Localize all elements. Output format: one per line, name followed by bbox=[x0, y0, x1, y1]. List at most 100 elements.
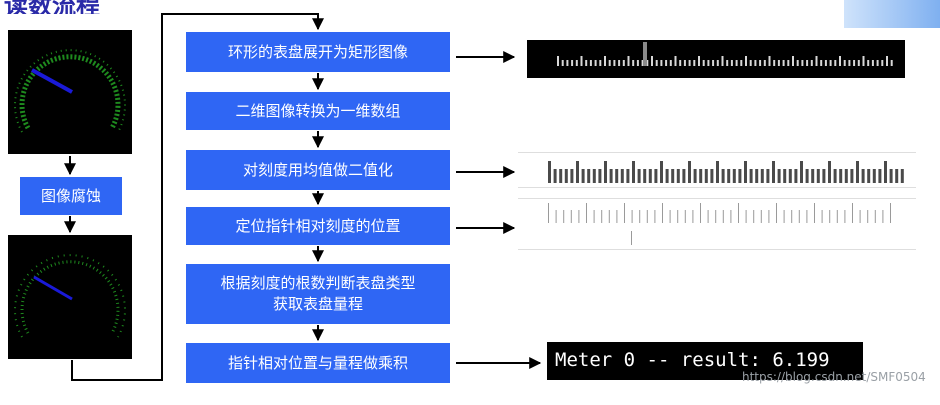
binarized-bar bbox=[699, 169, 703, 183]
header-title: 读数流程 bbox=[4, 0, 100, 14]
step-flatten: 二维图像转换为一维数组 bbox=[186, 92, 450, 130]
unwrapped-tick bbox=[792, 56, 794, 66]
binarized-bar bbox=[895, 169, 899, 183]
unwrapped-tick bbox=[594, 60, 597, 66]
location-tick bbox=[601, 210, 603, 223]
binarized-bar bbox=[682, 169, 686, 183]
unwrapped-tick bbox=[735, 60, 738, 66]
binarized-bar bbox=[721, 169, 725, 183]
unwrapped-tick bbox=[777, 60, 780, 66]
binarized-bar bbox=[727, 169, 731, 183]
pointer-location-panel bbox=[518, 198, 916, 250]
location-tick bbox=[882, 210, 884, 223]
location-tick bbox=[852, 203, 853, 223]
location-tick bbox=[662, 203, 663, 223]
unwrapped-tick bbox=[674, 56, 677, 66]
location-tick bbox=[707, 210, 709, 223]
location-tick bbox=[859, 210, 861, 223]
location-tick bbox=[836, 210, 838, 223]
location-tick bbox=[791, 210, 793, 223]
connector-to-unwrap bbox=[71, 13, 324, 381]
binarized-bar bbox=[587, 169, 591, 183]
binarized-bar bbox=[878, 169, 882, 183]
unwrapped-tick bbox=[871, 60, 874, 66]
unwrapped-tick bbox=[561, 60, 564, 66]
unwrapped-tick bbox=[693, 60, 696, 66]
binarized-bar bbox=[632, 161, 635, 183]
location-tick bbox=[829, 210, 831, 223]
binarized-array-panel bbox=[518, 152, 916, 188]
unwrapped-tick bbox=[627, 56, 630, 66]
binarized-bar bbox=[676, 169, 680, 183]
step-unwrap-label: 环形的表盘展开为矩形图像 bbox=[227, 42, 408, 61]
binarized-bar bbox=[671, 169, 675, 183]
unwrapped-tick bbox=[730, 60, 733, 66]
step-locate-label: 定位指针相对刻度的位置 bbox=[235, 216, 401, 235]
unwrapped-tick bbox=[848, 60, 851, 66]
location-tick bbox=[753, 210, 755, 223]
watermark-url: https://blog.csdn.net/SMF0504 bbox=[742, 370, 926, 384]
unwrapped-tick bbox=[660, 60, 663, 66]
unwrapped-tick bbox=[815, 56, 818, 66]
binarized-bar bbox=[704, 169, 708, 183]
unwrapped-tick bbox=[698, 56, 700, 66]
unwrapped-tick bbox=[575, 60, 578, 66]
binarized-bar bbox=[665, 169, 669, 183]
location-tick bbox=[608, 210, 610, 223]
unwrapped-tick bbox=[886, 56, 888, 66]
location-tick bbox=[722, 210, 724, 223]
location-tick bbox=[616, 210, 618, 223]
unwrapped-tick bbox=[604, 56, 606, 66]
unwrapped-tick bbox=[585, 60, 588, 66]
binarized-bar bbox=[548, 161, 551, 183]
unwrapped-tick bbox=[665, 60, 668, 66]
location-tick bbox=[631, 210, 633, 223]
binarized-bar bbox=[766, 169, 770, 183]
location-tick bbox=[874, 210, 876, 223]
binarized-bar bbox=[867, 169, 871, 183]
binarized-bar bbox=[872, 169, 876, 183]
binarized-bar bbox=[811, 169, 815, 183]
binarized-bar bbox=[833, 169, 837, 183]
binarized-bar bbox=[788, 169, 792, 183]
unwrapped-tick bbox=[773, 60, 776, 66]
binarized-bar bbox=[738, 169, 742, 183]
unwrapped-tick bbox=[796, 60, 799, 66]
location-tick bbox=[669, 210, 671, 223]
binarized-bar bbox=[688, 161, 691, 183]
unwrapped-tick bbox=[726, 60, 729, 66]
unwrapped-tick bbox=[613, 60, 616, 66]
binarized-bar bbox=[609, 169, 613, 183]
unwrapped-tick bbox=[589, 60, 592, 66]
binarized-bar bbox=[861, 169, 865, 183]
step-multiply: 指针相对位置与量程做乘积 bbox=[186, 343, 450, 383]
location-tick bbox=[844, 210, 846, 223]
binarized-bar bbox=[620, 169, 624, 183]
unwrapped-tick bbox=[749, 60, 752, 66]
binarized-bar bbox=[693, 169, 697, 183]
step-image-erosion: 图像腐蚀 bbox=[20, 177, 122, 215]
location-tick bbox=[730, 210, 732, 223]
binarized-bar bbox=[615, 169, 619, 183]
unwrapped-tick bbox=[806, 60, 809, 66]
binarized-bar bbox=[559, 169, 563, 183]
step-binarize-label: 对刻度用均值做二值化 bbox=[242, 160, 393, 179]
unwrapped-tick bbox=[655, 60, 658, 66]
location-tick bbox=[867, 210, 869, 223]
location-tick bbox=[890, 203, 891, 223]
step-flatten-label: 二维图像转换为一维数组 bbox=[235, 101, 401, 120]
location-tick bbox=[814, 203, 815, 223]
unwrapped-tick bbox=[688, 60, 691, 66]
step-binarize: 对刻度用均值做二值化 bbox=[186, 150, 450, 190]
binarized-bar bbox=[884, 161, 887, 183]
dial-original-graphic bbox=[14, 49, 126, 133]
location-tick bbox=[806, 210, 808, 223]
location-tick bbox=[798, 210, 800, 223]
unwrapped-tick bbox=[862, 56, 865, 66]
unwrapped-tick bbox=[651, 56, 653, 66]
location-tick bbox=[593, 210, 595, 223]
unwrapped-tick bbox=[712, 60, 715, 66]
binarized-bar bbox=[553, 169, 557, 183]
binarized-bar bbox=[576, 161, 579, 183]
location-tick bbox=[692, 210, 694, 223]
